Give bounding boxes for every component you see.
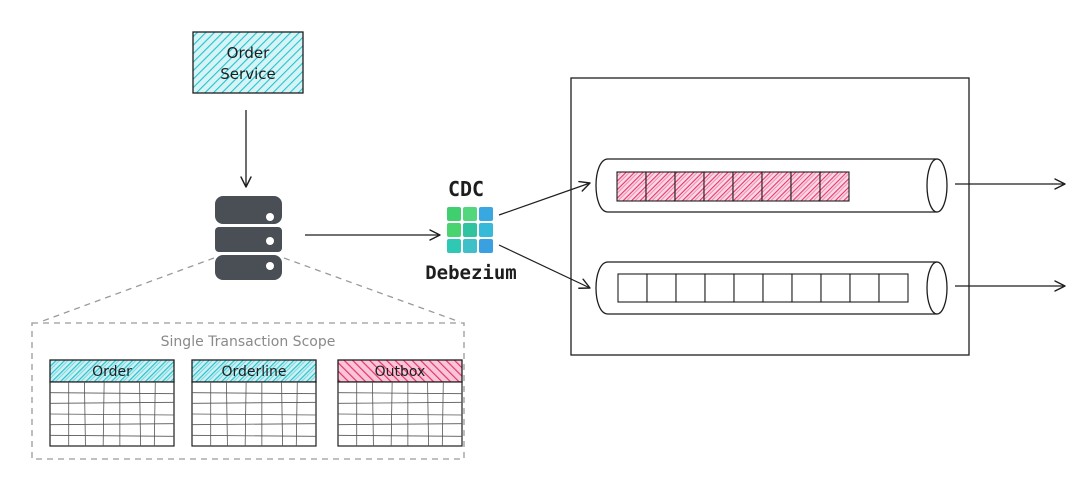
topic-pipe-2	[595, 261, 948, 315]
debezium-logo-tile	[463, 207, 477, 221]
topic-2-slot	[704, 273, 735, 303]
tables-group: Order Orderline Outbox	[49, 359, 463, 447]
topic-1-message	[761, 171, 792, 202]
database-icon	[215, 196, 282, 280]
scope-connector-right	[283, 257, 461, 323]
topic-pipe-1	[595, 158, 948, 213]
cdc-to-topic-2-arrow	[498, 244, 591, 289]
transaction-scope-label: Single Transaction Scope	[161, 334, 336, 350]
debezium-logo-tile	[479, 207, 493, 221]
topic-2-slot	[762, 273, 793, 303]
topic-2-slot	[733, 273, 764, 303]
cdc-label: CDC	[448, 177, 484, 201]
topic-1-message	[645, 171, 676, 202]
cdc-to-topic-1-arrow	[498, 180, 591, 216]
order-service-label-line2: Service	[220, 65, 275, 83]
debezium-logo-tile	[479, 239, 493, 253]
topic-2-slot	[791, 273, 822, 303]
topic-2-slot	[617, 273, 648, 303]
topic-1-message	[732, 171, 763, 202]
debezium-logo-icon	[447, 207, 493, 253]
topic-2-slot	[878, 273, 909, 303]
table-order: Order	[49, 359, 175, 447]
debezium-logo-tile	[447, 207, 461, 221]
order-service-label-line1: Order	[227, 44, 270, 62]
message-broker-box	[570, 77, 970, 356]
table-name-orderline: Orderline	[221, 364, 286, 380]
table-outbox: Outbox	[337, 359, 463, 447]
topic-1-message	[616, 171, 647, 202]
table-name-outbox: Outbox	[375, 364, 426, 380]
table-name-order: Order	[92, 364, 132, 380]
topic-2-slot	[675, 273, 706, 303]
topic-2-slot	[820, 273, 851, 303]
order-service-box: Order Service	[192, 31, 304, 94]
topic-1-message	[674, 171, 705, 202]
scope-connector-left	[39, 257, 215, 323]
debezium-logo-tile	[447, 223, 461, 237]
debezium-logo-tile	[479, 223, 493, 237]
debezium-label: Debezium	[425, 262, 517, 284]
topic-1-message	[703, 171, 734, 202]
topic-1-message	[819, 171, 850, 202]
topic-2-messages	[617, 273, 909, 303]
debezium-logo-tile	[447, 239, 461, 253]
topic-1-message	[790, 171, 821, 202]
debezium-logo-tile	[463, 223, 477, 237]
topic-1-messages	[616, 171, 850, 202]
table-orderline: Orderline	[191, 359, 317, 447]
topic-2-slot	[646, 273, 677, 303]
transaction-scope: Single Transaction Scope	[31, 322, 465, 460]
topic-2-slot	[849, 273, 880, 303]
debezium-logo-tile	[463, 239, 477, 253]
